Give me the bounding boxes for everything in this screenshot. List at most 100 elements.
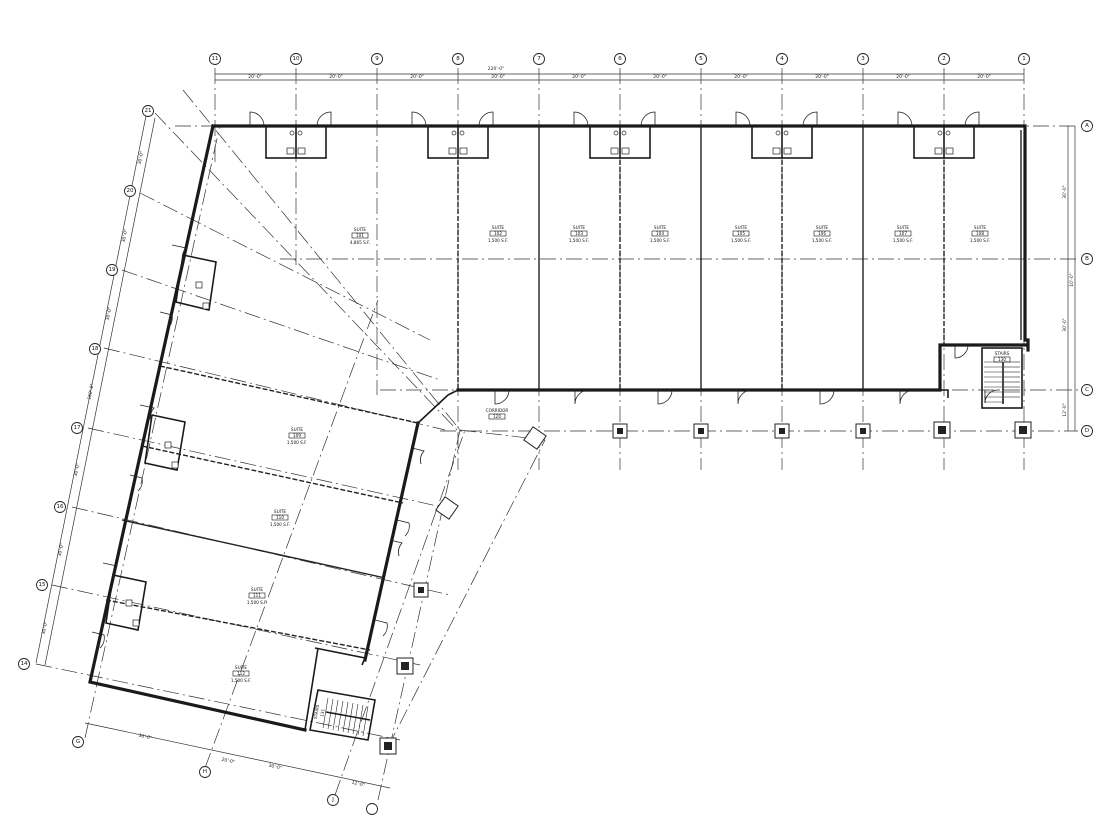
svg-text:SUITE: SUITE <box>735 225 748 230</box>
svg-text:131: 131 <box>319 708 325 717</box>
svg-text:20: 20 <box>127 188 134 194</box>
dim-bay-labels: 20'-0" 20'-0" 20'-0" 20'-0" 20'-0" 20'-0… <box>248 74 991 80</box>
svg-text:20'-0": 20'-0" <box>896 74 910 80</box>
svg-text:1,500 S.F.: 1,500 S.F. <box>970 238 990 243</box>
svg-text:15: 15 <box>39 582 46 588</box>
room-tag-stairs-east: STAIRS 130 <box>993 351 1011 363</box>
svg-text:SUITE: SUITE <box>492 225 505 230</box>
svg-text:160'-0": 160'-0" <box>86 383 95 400</box>
room-tag-102: SUITE 102 1,500 S.F. <box>488 225 508 243</box>
svg-text:12'-0": 12'-0" <box>351 780 365 789</box>
columns <box>379 421 1032 755</box>
svg-text:5: 5 <box>699 56 703 62</box>
svg-text:1,500 S.F.: 1,500 S.F. <box>569 238 589 243</box>
svg-text:30'-0": 30'-0" <box>41 621 50 635</box>
svg-text:1,500 S.F.: 1,500 S.F. <box>488 238 508 243</box>
svg-text:30'-0": 30'-0" <box>121 229 130 243</box>
room-tag-105: SUITE 105 1,500 S.F. <box>731 225 751 243</box>
room-tag-112: SUITE 112 1,500 S.F. <box>231 665 251 683</box>
svg-text:16: 16 <box>57 504 64 510</box>
room-tag-106: SUITE 106 1,500 S.F. <box>812 225 832 243</box>
svg-text:4: 4 <box>780 56 784 62</box>
svg-text:J: J <box>331 797 334 803</box>
grid-bubbles-wing: 21 20 19 18 17 16 15 14 <box>18 105 154 670</box>
svg-text:12'-0": 12'-0" <box>1062 403 1068 417</box>
demising-walls-main <box>457 126 1022 390</box>
svg-text:107: 107 <box>899 231 907 236</box>
svg-text:30'-0": 30'-0" <box>137 151 146 165</box>
svg-text:D: D <box>1085 428 1089 434</box>
svg-text:120: 120 <box>493 414 501 419</box>
svg-text:130: 130 <box>998 357 1006 362</box>
svg-text:G: G <box>76 739 80 745</box>
svg-text:105: 105 <box>737 231 745 236</box>
svg-text:1,500 S.F.: 1,500 S.F. <box>287 440 307 445</box>
svg-text:4,865 S.F.: 4,865 S.F. <box>350 240 370 245</box>
svg-text:SUITE: SUITE <box>354 227 367 232</box>
exterior-walls <box>88 124 1030 732</box>
svg-text:20'-0": 20'-0" <box>815 74 829 80</box>
room-tag-109: SUITE 109 1,500 S.F. <box>287 427 307 445</box>
room-tag-101: SUITE 101 4,865 S.F. <box>350 227 370 245</box>
svg-text:101: 101 <box>356 233 364 238</box>
svg-text:30'-0": 30'-0" <box>1062 185 1068 199</box>
svg-text:20'-0": 20'-0" <box>734 74 748 80</box>
svg-text:20'-0": 20'-0" <box>329 74 343 80</box>
svg-text:11: 11 <box>212 56 219 62</box>
svg-text:20'-0": 20'-0" <box>653 74 667 80</box>
svg-text:3: 3 <box>861 56 865 62</box>
grid-bubbles-columns: 11 10 9 8 7 6 5 4 3 2 1 <box>209 53 1030 65</box>
svg-text:110: 110 <box>276 515 284 520</box>
svg-text:20'-0": 20'-0" <box>977 74 991 80</box>
room-tag-108: SUITE 108 1,500 S.F. <box>970 225 990 243</box>
svg-text:CORRIDOR: CORRIDOR <box>486 408 509 413</box>
grid-bubbles-rows: A B C D <box>1081 120 1093 437</box>
dim-left-labels: 30'-0" 30'-0" 30'-0" 160'-0" 30'-0" 30'-… <box>41 151 146 635</box>
svg-text:8: 8 <box>456 56 460 62</box>
svg-text:20'-0": 20'-0" <box>410 74 424 80</box>
stairs-west <box>309 689 376 741</box>
room-tag-110: SUITE 110 1,500 S.F. <box>270 509 290 527</box>
svg-text:1,500 S.F.: 1,500 S.F. <box>247 600 267 605</box>
svg-text:H: H <box>203 769 207 775</box>
svg-text:STAIRS: STAIRS <box>995 351 1010 356</box>
svg-text:9: 9 <box>375 56 379 62</box>
svg-text:SUITE: SUITE <box>816 225 829 230</box>
svg-text:7: 7 <box>537 56 541 62</box>
svg-text:30'-0": 30'-0" <box>138 733 152 742</box>
svg-text:SUITE: SUITE <box>274 509 287 514</box>
svg-text:C: C <box>1085 387 1089 393</box>
svg-text:20'-0": 20'-0" <box>491 74 505 80</box>
svg-text:1,500 S.F.: 1,500 S.F. <box>731 238 751 243</box>
room-tag-111: SUITE 111 1,500 S.F. <box>247 587 267 605</box>
svg-text:1,500 S.F.: 1,500 S.F. <box>812 238 832 243</box>
svg-text:B: B <box>1085 256 1089 262</box>
doors <box>91 111 999 649</box>
dim-bottom-labels: 30'-0" 20'-0" 30'-0" 12'-0" <box>138 733 365 789</box>
svg-text:SUITE: SUITE <box>235 665 248 670</box>
svg-text:14: 14 <box>21 661 28 667</box>
wing-grid-lines <box>35 89 546 801</box>
svg-text:6: 6 <box>618 56 622 62</box>
svg-text:20'-0": 20'-0" <box>221 757 235 766</box>
svg-text:30'-0": 30'-0" <box>57 543 66 557</box>
dim-top-total: 220'-0" <box>488 66 504 72</box>
svg-text:30'-0": 30'-0" <box>105 307 114 321</box>
svg-text:1,500 S.F.: 1,500 S.F. <box>270 522 290 527</box>
svg-text:A: A <box>1085 123 1089 129</box>
stairs-east <box>981 347 1023 409</box>
room-tag-107: SUITE 107 1,500 S.F. <box>893 225 913 243</box>
svg-text:108: 108 <box>976 231 984 236</box>
svg-text:106: 106 <box>818 231 826 236</box>
svg-text:SUITE: SUITE <box>654 225 667 230</box>
svg-text:17: 17 <box>74 425 81 431</box>
svg-text:102: 102 <box>494 231 502 236</box>
svg-text:103: 103 <box>575 231 583 236</box>
svg-text:19: 19 <box>109 267 116 273</box>
room-tag-corridor: CORRIDOR 120 <box>486 408 509 420</box>
svg-text:21: 21 <box>145 108 152 114</box>
svg-text:1: 1 <box>1022 56 1026 62</box>
svg-text:SUITE: SUITE <box>251 587 264 592</box>
svg-text:2: 2 <box>942 56 946 62</box>
